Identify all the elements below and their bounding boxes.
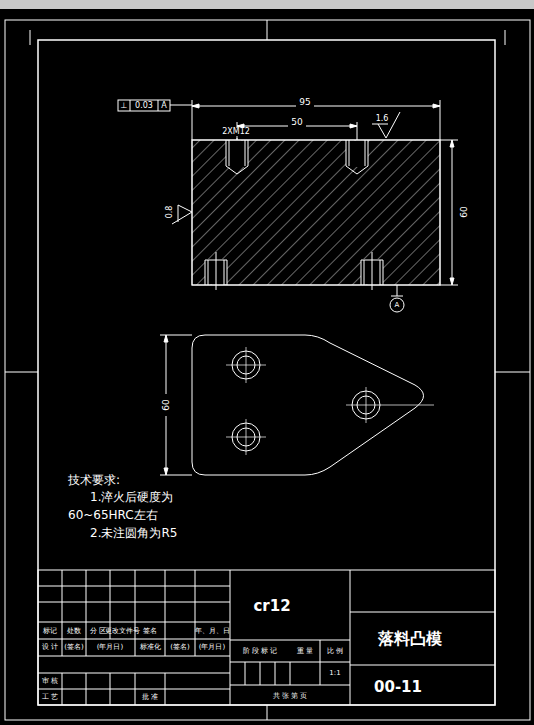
title-cell: (签名) — [64, 644, 83, 651]
dimension: 60 — [460, 205, 469, 218]
datum-ref: A — [161, 102, 166, 110]
note-text: 60~65HRC左右 — [68, 509, 158, 521]
note-text: 1.淬火后硬度为 — [90, 491, 173, 503]
title-cell: 批 准 — [142, 694, 158, 701]
scale-value: 1:1 — [329, 670, 340, 677]
roughness-value: 0.8 — [166, 205, 174, 220]
title-cell: (签名) — [170, 644, 189, 651]
dimension: 95 — [298, 98, 311, 107]
title-cell: 工 艺 — [42, 694, 58, 701]
material: cr12 — [253, 599, 290, 614]
title-cell: 更改文件号 — [105, 628, 140, 635]
title-cell: 共 张 第 页 — [273, 693, 308, 700]
title-cell: (年月日) — [199, 644, 225, 651]
title-cell: 设 计 — [42, 644, 58, 651]
tolerance-symbol: ⊥ — [121, 102, 128, 110]
roughness-value: 1.6 — [375, 115, 390, 123]
title-cell: 审 核 — [42, 678, 58, 685]
part-name: 落料凸模 — [378, 631, 442, 647]
datum-letter: A — [395, 302, 400, 309]
dimension: 60 — [162, 398, 171, 411]
title-cell: (年月日) — [97, 644, 123, 651]
note-text: 2.未注圆角为R5 — [90, 527, 177, 539]
note-heading: 技术要求: — [68, 474, 120, 486]
drawing-number: 00-11 — [374, 680, 422, 695]
thread-callout: 2XM12 — [221, 128, 251, 136]
title-cell: 阶 段 标 记 — [243, 648, 278, 655]
title-cell: 签名 — [143, 628, 157, 635]
title-cell: 分 区 — [90, 628, 106, 635]
title-cell: 标记 — [43, 628, 57, 635]
title-cell: 年、月、日 — [195, 628, 230, 635]
title-cell: 标准化 — [140, 644, 161, 651]
title-cell: 重 量 — [297, 648, 313, 655]
dimension: 50 — [290, 118, 303, 127]
title-cell: 比 例 — [327, 648, 343, 655]
title-cell: 处数 — [67, 628, 81, 635]
tolerance-value: 0.03 — [135, 102, 153, 110]
